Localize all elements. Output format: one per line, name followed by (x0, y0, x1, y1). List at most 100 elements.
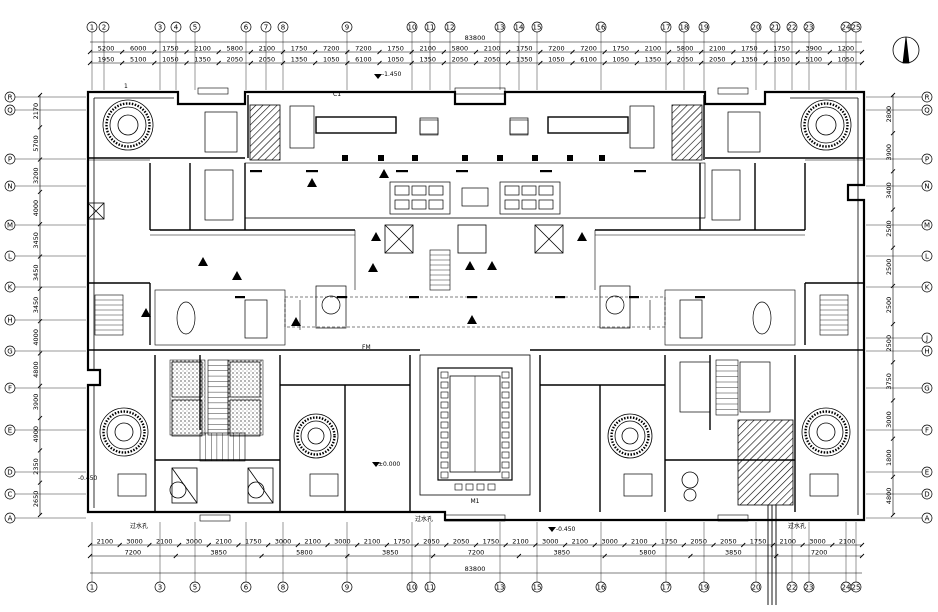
grid-bubble-bottom-label: 5 (193, 583, 197, 591)
grid-bubble-top-label: 24 (842, 23, 851, 31)
dim-bottom-2-text: 7200 (125, 549, 142, 557)
dim-top-1-tick (441, 49, 447, 55)
direction-triangle (307, 178, 317, 187)
dim-left-tick (37, 124, 43, 130)
dim-top-1-tick (184, 49, 189, 55)
overall-dimension-bottom: 83800 (465, 565, 486, 573)
dim-left-tick (37, 448, 43, 453)
dim-top-2-text: 5100 (805, 56, 822, 64)
north-arrow (892, 36, 920, 64)
column-mark (462, 155, 468, 161)
grid-bubble-top-label: 6 (244, 23, 249, 31)
dim-right-tick (890, 207, 896, 212)
table-rings (102, 102, 849, 456)
dim-top-2-tick (634, 60, 640, 66)
direction-triangle (198, 257, 208, 266)
grid-bubble-bottom-label: 6 (244, 583, 249, 591)
dim-top-2-text: 2050 (226, 56, 243, 64)
dim-right-text: 2500 (885, 259, 893, 276)
dim-right-tick (890, 398, 896, 403)
dim-top-1-tick (570, 49, 575, 55)
dim-right-text: 3400 (885, 182, 893, 199)
dim-top-2-tick (570, 60, 575, 66)
grid-bubble-left-label: P (8, 155, 12, 163)
dim-right-tick (890, 92, 896, 98)
dim-bottom-2-text: 5800 (639, 549, 656, 557)
dim-bottom-2-tick (688, 553, 693, 559)
grid-bubble-left-label: K (8, 283, 13, 291)
dim-right-tick (890, 283, 896, 289)
dim-bottom-2-tick (345, 553, 350, 559)
chair (440, 401, 449, 409)
dim-top-1-tick (602, 49, 607, 55)
direction-triangle (371, 232, 381, 241)
dim-right-tick (890, 245, 896, 251)
dim-right-text: 3900 (885, 144, 893, 161)
dim-top-2-text: 2050 (259, 56, 276, 64)
grid-bubble-top-label: 22 (788, 23, 797, 31)
dim-left-tick (37, 221, 43, 227)
grid-bubble-bottom-label: 23 (805, 583, 814, 591)
grid-bubble-right-label: P (925, 155, 929, 163)
grid-bubble-left-label: R (8, 93, 13, 101)
grid-bubble-top-label: 1 (90, 23, 94, 31)
dim-left-tick (37, 480, 43, 486)
dim-top-1-tick (731, 49, 736, 55)
dim-bottom-1-text: 2100 (364, 538, 381, 546)
dim-top-2-tick (312, 60, 318, 66)
dim-top-2-tick (87, 60, 93, 66)
dim-top-1-text: 2100 (484, 45, 501, 53)
dim-bottom-1-text: 2050 (720, 538, 737, 546)
dim-top-2-tick (409, 60, 414, 66)
dim-bottom-1-text: 3000 (186, 538, 203, 546)
structural-cores (249, 104, 794, 506)
grid-bubble-left-label: G (7, 347, 12, 355)
dim-top-2-text: 1050 (773, 56, 790, 64)
dim-left-text: 3900 (32, 394, 40, 411)
dim-top-1-text: 1750 (741, 45, 758, 53)
dim-bottom-1-tick (236, 542, 241, 548)
grid-bubble-left-label: L (8, 252, 12, 260)
dim-top-1-text: 3900 (805, 45, 822, 53)
dim-bottom-1-text: 2100 (779, 538, 796, 546)
label-bar (629, 296, 639, 299)
dim-top-2-text: 6100 (580, 56, 597, 64)
label-bar (634, 170, 646, 173)
outer-wall (86, 90, 866, 522)
grid-bubble-left-label: D (7, 468, 12, 476)
dim-bottom-1-tick (859, 542, 865, 548)
dim-right-text: 2500 (885, 335, 893, 352)
dim-top-1-text: 2100 (419, 45, 436, 53)
dim-right-tick (890, 359, 896, 365)
dim-top-1-tick (827, 49, 833, 55)
grid-bubble-top-label: 21 (771, 23, 780, 31)
elevator-shafts (87, 202, 564, 504)
dim-bottom-1-tick (384, 542, 390, 548)
dim-bottom-1-tick (651, 542, 657, 548)
dim-left-tick (37, 286, 43, 292)
dim-top-2-text: 2050 (452, 56, 469, 64)
corridor-label-center: 过水孔 (415, 515, 433, 523)
grid-bubble-right-label: F (925, 426, 929, 434)
chair (440, 441, 449, 449)
dim-bottom-1-tick (414, 542, 419, 548)
column-mark (342, 155, 348, 161)
dim-bottom-1-tick (176, 542, 182, 548)
grid-bubble-top-label: 17 (662, 23, 671, 31)
note-number: 1 (124, 83, 128, 90)
dim-top-1-text: 2100 (645, 45, 662, 53)
grid-bubble-top-label: 3 (158, 23, 162, 31)
grid-bubble-bottom-label: 11 (426, 583, 435, 591)
dim-bottom-1-tick (740, 542, 746, 548)
dim-left-tick (37, 189, 43, 195)
dim-right-tick (890, 169, 896, 174)
chair (440, 451, 449, 459)
grid-bubble-bottom-label: 20 (752, 583, 761, 591)
dim-top-2-tick (345, 60, 350, 66)
dim-bottom-2-text: 3850 (725, 549, 742, 557)
dim-bottom-1-tick (533, 542, 538, 548)
dim-top-2-tick (763, 60, 768, 66)
dim-top-1-text: 1750 (516, 45, 533, 53)
grid-bubble-left-label: N (7, 182, 12, 190)
dim-top-1-text: 6000 (130, 45, 147, 53)
